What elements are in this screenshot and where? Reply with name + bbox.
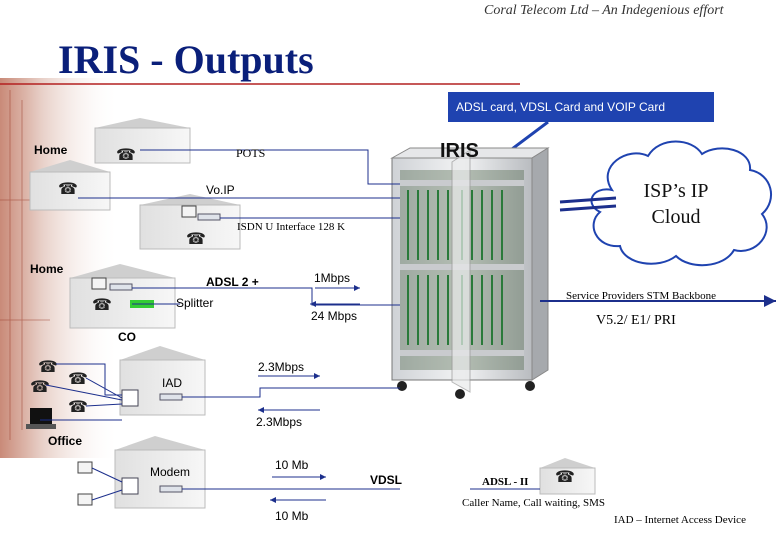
svg-text:☎: ☎ [68,369,88,388]
speed-10mb-down-label: 10 Mb [275,509,309,523]
office-label: Office [48,434,83,448]
speed-23mbps-up-label: 2.3Mbps [258,360,305,374]
home-mid-label: Home [30,262,64,276]
voip-label: Vo.IP [206,183,235,197]
home-voip-building [29,160,111,211]
speed-10mb-up-label: 10 Mb [275,458,309,472]
home-top-label: Home [34,143,68,157]
speed-23mbps-down-label: 2.3Mbps [256,415,303,429]
iad-definition-label: IAD – Internet Access Device [614,514,746,526]
iad-label: IAD [162,376,183,390]
cards-banner-box [448,92,714,122]
svg-text:☎: ☎ [30,377,50,396]
svg-text:☎: ☎ [186,229,206,248]
svg-text:☎: ☎ [116,145,136,164]
rate-arrows [258,285,360,503]
svg-text:☎: ☎ [555,467,575,486]
cards-banner-label: ADSL card, VDSL Card and VOIP Card [456,100,665,114]
speed-1mbps-label: 1Mbps [314,271,351,285]
caller-features-label: Caller Name, Call waiting, SMS [462,497,605,509]
isdn-label: ISDN U Interface 128 K [237,221,346,233]
isp-cloud-label: ISP’s IP Cloud [643,180,709,228]
adsl-ii-label: ADSL - II [482,476,529,488]
splitter-label: Splitter [176,296,214,310]
home-top-building [94,118,191,164]
connection-lines [40,149,540,501]
home-adsl-building [69,264,176,329]
adsl2-label: ADSL 2 + [206,275,259,289]
speed-24mbps-label: 24 Mbps [311,309,358,323]
page-title: IRIS - Outputs [58,37,314,82]
cloud-links [559,196,617,212]
iris-rack [390,147,550,399]
stm-backbone-label: Service Providers STM Backbone [566,290,716,302]
company-tagline: Coral Telecom Ltd – An Indegenious effor… [484,3,724,18]
vdsl-label: VDSL [370,473,403,487]
svg-text:☎: ☎ [92,295,112,314]
v52-label: V5.2/ E1/ PRI [596,313,676,328]
laptop-icon [26,408,56,429]
svg-text:☎: ☎ [68,397,88,416]
office-building [114,436,206,509]
adsl-ii-building [539,458,596,495]
isp-cloud [590,140,772,267]
pots-label: POTS [236,146,266,160]
iris-label: IRIS [440,140,479,162]
co-label: CO [118,330,136,344]
phone-icon: ☎ ☎ ☎ ☎ ☎ ☎ ☎ ☎ ☎ [30,145,575,486]
svg-text:☎: ☎ [58,179,78,198]
modem-label: Modem [150,465,191,479]
hub-icon [121,389,139,495]
svg-text:☎: ☎ [38,357,58,376]
